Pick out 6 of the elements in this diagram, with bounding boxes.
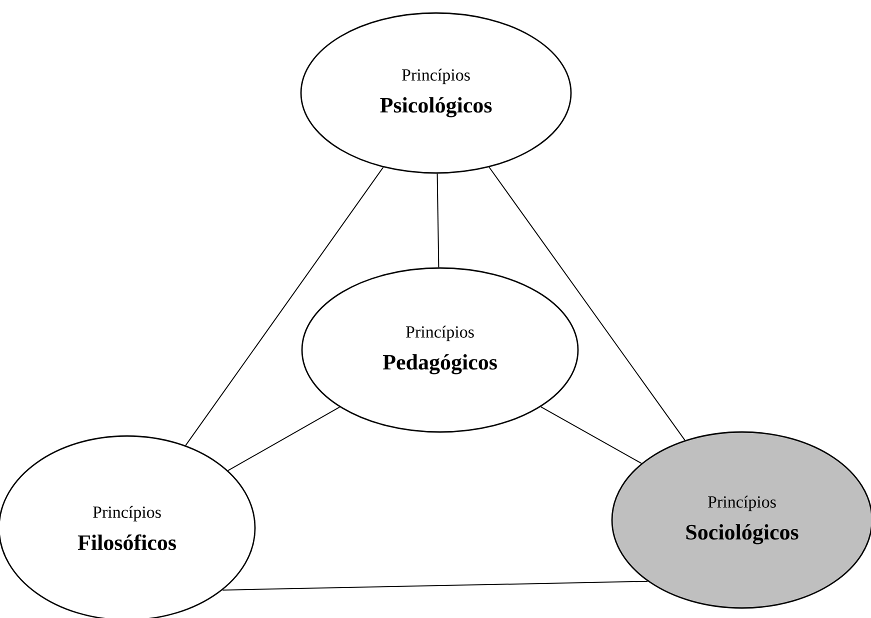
connector-line bbox=[185, 166, 384, 446]
connector-line bbox=[488, 166, 686, 441]
connector-line bbox=[436, 173, 440, 268]
connector-line bbox=[222, 580, 648, 591]
connector-line bbox=[540, 406, 642, 464]
connector-line bbox=[228, 406, 340, 472]
